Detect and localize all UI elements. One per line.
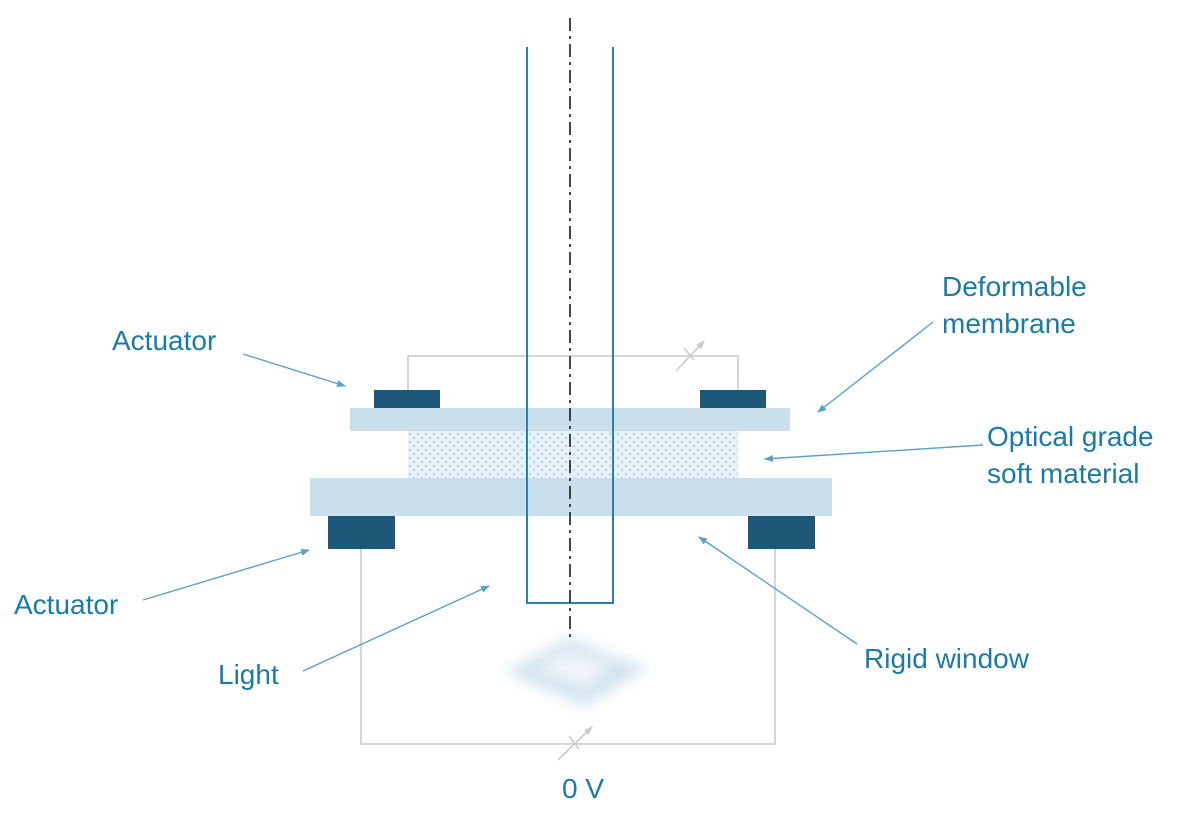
label-deformable-membrane: Deformable membrane <box>942 268 1087 342</box>
circuit-top <box>407 340 739 410</box>
light-projection <box>505 638 648 706</box>
label-actuator-top: Actuator <box>112 325 217 356</box>
optical-soft-material-arrow <box>764 444 984 462</box>
actuator-pad-bottom-left <box>328 516 395 549</box>
deformable-membrane-arrow <box>817 321 934 413</box>
actuator-bottom-arrow <box>142 548 310 601</box>
label-deformable-membrane-line1: Deformable <box>942 271 1087 302</box>
actuator-pad-top-right <box>700 390 766 408</box>
circuit-bottom <box>360 548 776 761</box>
label-light: Light <box>218 659 279 690</box>
label-deformable-membrane-line2: membrane <box>942 308 1076 339</box>
light-arrow <box>302 585 490 672</box>
label-actuator-bottom: Actuator <box>14 589 119 620</box>
variable-source-symbol-top <box>675 340 705 372</box>
variable-source-symbol-bottom <box>557 726 593 761</box>
rigid-window-arrow <box>698 536 858 645</box>
label-optical-soft-material-line2: soft material <box>987 458 1140 489</box>
rigid-window-plate <box>310 478 832 516</box>
label-voltage: 0 V <box>562 773 605 804</box>
actuator-top-arrow <box>242 353 346 387</box>
label-optical-soft-material: Optical grade soft material <box>987 418 1154 492</box>
optical-soft-material <box>408 431 738 478</box>
label-optical-soft-material-line1: Optical grade <box>987 421 1154 452</box>
label-rigid-window: Rigid window <box>864 643 1029 674</box>
actuator-pad-bottom-right <box>748 516 815 549</box>
actuator-pad-top-left <box>374 390 440 408</box>
